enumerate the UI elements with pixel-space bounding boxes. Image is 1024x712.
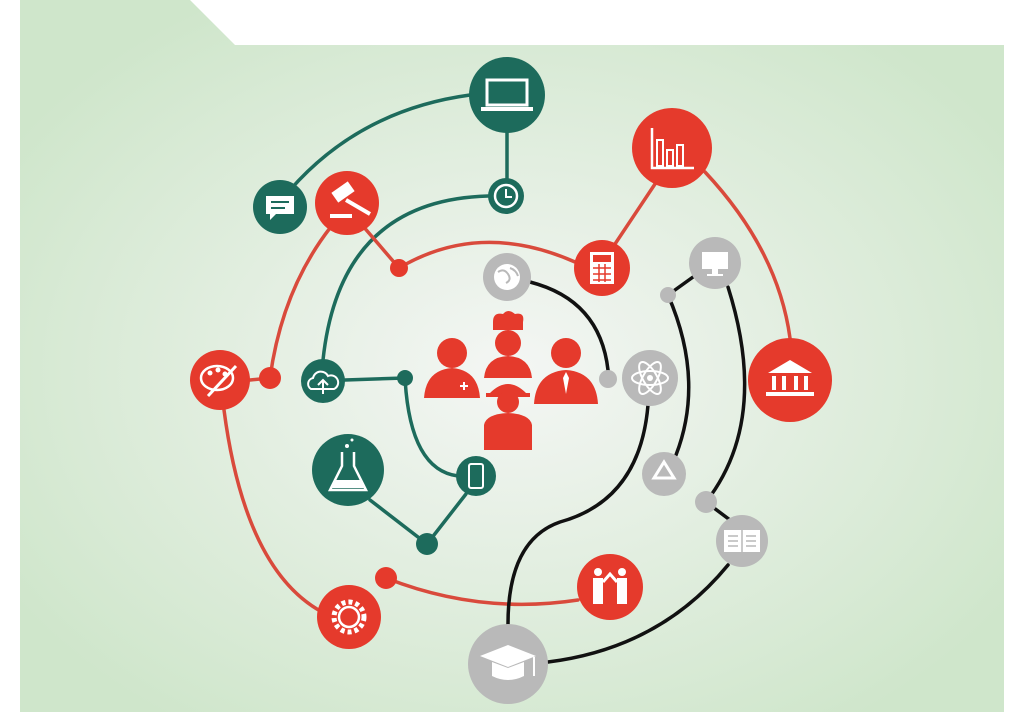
gavel-icon (315, 171, 379, 235)
calculator-icon (574, 240, 630, 296)
professionals-group-icon (424, 311, 598, 450)
bar-chart-icon (632, 108, 712, 188)
atom-icon (622, 350, 678, 406)
monitor-icon (689, 237, 741, 289)
clock-icon (488, 178, 524, 214)
book-icon (716, 515, 768, 567)
graduation-cap-icon (468, 624, 548, 704)
flask-icon (312, 434, 384, 506)
chat-icon (253, 180, 307, 234)
globe-icon (483, 253, 531, 301)
smartphone-icon (456, 456, 496, 496)
junction-dots (259, 259, 717, 589)
laptop-icon (469, 57, 545, 133)
gear-icon (317, 585, 381, 649)
bank-icon (748, 338, 832, 422)
cloud-upload-icon (301, 359, 345, 403)
recycle-icon (642, 452, 686, 496)
palette-icon (190, 350, 250, 410)
red-connections (222, 170, 792, 614)
partners-icon (577, 554, 643, 620)
